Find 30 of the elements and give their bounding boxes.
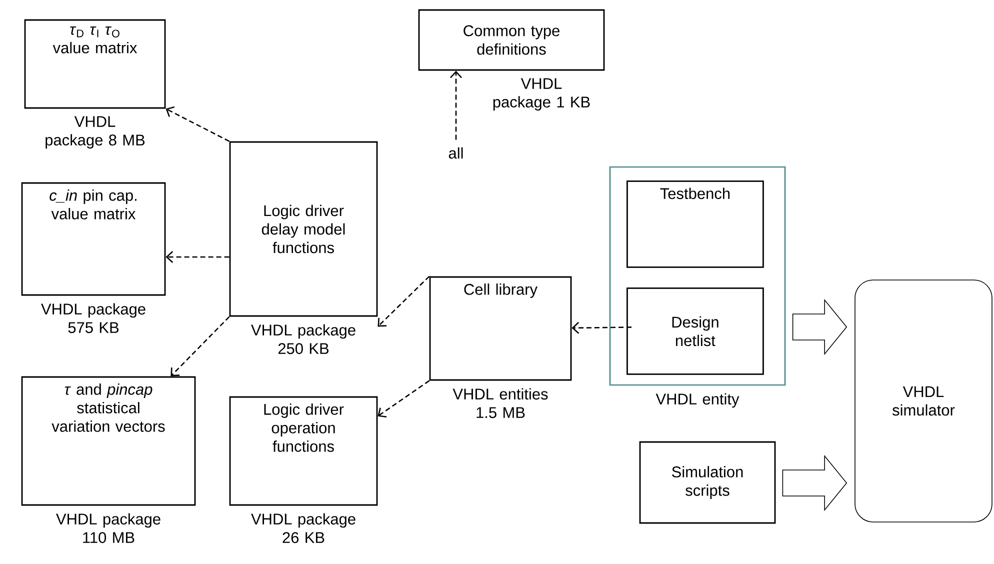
- package-box: Logic driver delay model functions: [229, 141, 378, 317]
- caption-text: VHDL package 575 KB: [41, 303, 146, 334]
- dependency-arrow: [450, 70, 462, 140]
- script-box: Simulation scripts: [639, 441, 776, 524]
- caption-text: VHDL package 110 MB: [56, 513, 160, 544]
- caption-text: VHDL package 1 KB: [493, 78, 590, 111]
- dependency-arrow: [378, 380, 430, 418]
- caption-text: VHDL entities 1.5 MB: [452, 388, 548, 418]
- dependency-arrow: [166, 106, 230, 142]
- dependency-arrow: [378, 276, 430, 327]
- block-arrow: [792, 298, 848, 356]
- package-box: τ and pincap statistical variation vectors: [21, 376, 196, 506]
- library-box: Cell library: [429, 276, 572, 381]
- block-arrow: [782, 454, 848, 512]
- entity-frame: [609, 166, 786, 386]
- package-box: Common type definitions: [418, 9, 605, 71]
- simulator-box: VHDL simulator: [854, 280, 992, 522]
- package-box: c_in pin cap. value matrix: [21, 182, 166, 296]
- caption-text: VHDL entity: [656, 393, 740, 408]
- caption-text: VHDL package 26 KB: [251, 513, 356, 544]
- entity-box: Design netlist: [626, 288, 764, 375]
- dependency-arrow: [166, 251, 230, 263]
- caption-text: VHDL package 250 KB: [251, 324, 356, 354]
- package-box: τ$_{D}$ τ$_{I}$ τ$_{O}$ value matrix: [24, 19, 166, 109]
- dependency-arrow: [170, 316, 230, 376]
- text-label: all: [448, 147, 463, 159]
- caption-text: VHDL package 8 MB: [46, 116, 145, 149]
- dependency-arrow: [572, 322, 632, 334]
- entity-box: Testbench: [626, 180, 764, 268]
- package-box: Logic driver operation functions: [229, 396, 378, 506]
